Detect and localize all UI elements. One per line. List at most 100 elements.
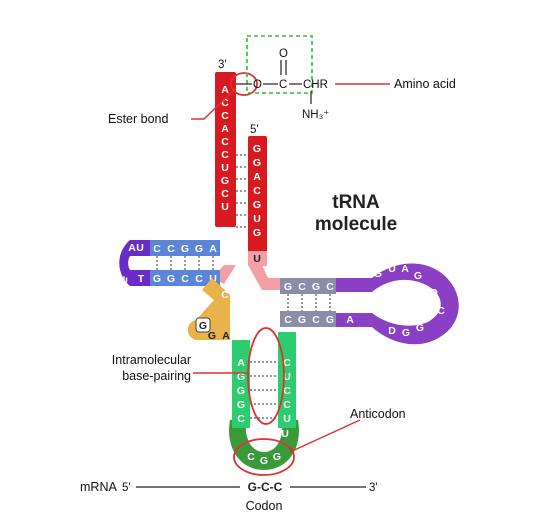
acceptor-base: C — [221, 136, 229, 148]
acceptor-base: A — [221, 84, 229, 96]
t-stem-top — [280, 278, 336, 294]
acceptor-base: C — [221, 188, 229, 200]
d-loop-base: A — [128, 242, 136, 254]
junction-base: U — [253, 253, 261, 265]
codon-label: Codon — [246, 499, 283, 513]
acceptor-base: U — [221, 162, 229, 174]
acceptor-base: U — [221, 201, 229, 213]
d-loop-base: C — [105, 267, 113, 279]
d-base: G — [167, 273, 175, 285]
connector-base: C — [221, 289, 229, 301]
anticodon-pointer — [289, 419, 361, 453]
t-pair-lines — [287, 294, 331, 311]
t-base: C — [326, 281, 334, 293]
anticodon-loop-base: ψ — [246, 428, 254, 440]
title-line1: tRNA — [332, 192, 380, 213]
anticodon-stem-base: C — [283, 385, 291, 397]
acceptor-pair-lines — [236, 154, 248, 228]
ester-bond-pointer — [191, 87, 237, 120]
t-base: C — [284, 314, 292, 326]
d-loop-base: U — [117, 237, 125, 249]
acceptor-base: C — [221, 110, 229, 122]
acceptor-3prime-strand — [215, 72, 236, 227]
t-loop — [336, 263, 459, 345]
t-loop-base: D — [388, 325, 396, 337]
anticodon-stem-base: U — [283, 371, 291, 383]
anticodon-loop-base: U — [281, 428, 289, 440]
acceptor-base: G — [221, 175, 229, 187]
d-loop — [119, 240, 150, 286]
t-loop-base: D — [430, 287, 438, 299]
anticodon-stem-base: C — [283, 357, 291, 369]
acceptor-base: G — [253, 143, 261, 155]
t-base: G — [298, 314, 306, 326]
amine-group: NH₃⁺ — [302, 109, 329, 121]
t-loop-base: U — [388, 263, 396, 275]
t-loop-base: A — [346, 314, 354, 326]
anticodon-stem-base: U — [283, 413, 291, 425]
t-loop-base: G — [374, 268, 382, 280]
connector-base-box-g — [195, 317, 211, 333]
anticodon-stem-base: G — [237, 371, 245, 383]
acceptor-base: A — [253, 171, 261, 183]
base-pairing-label: base-pairing — [122, 369, 191, 383]
anticodon-highlight — [233, 438, 295, 476]
t-stem-bottom — [280, 311, 336, 327]
d-base: G — [153, 273, 161, 285]
d-base: C — [153, 243, 161, 255]
anticodon-stem-base: G — [237, 385, 245, 397]
t-loop-base: G — [402, 327, 410, 339]
d-base: A — [209, 243, 217, 255]
anticodon-pair-lines — [250, 361, 278, 419]
anticodon-loop — [229, 420, 299, 470]
acceptor-base: C — [221, 97, 229, 109]
amino-acid-label: Amino acid — [394, 77, 456, 91]
annotation-lines — [191, 87, 361, 453]
junction-base-box — [248, 251, 267, 266]
chr-group: CHR — [303, 79, 328, 91]
acceptor-5prime-strand — [248, 136, 267, 252]
acceptor-base: C — [221, 149, 229, 161]
d-pair-lines — [156, 256, 214, 270]
t-loop-base: G — [414, 270, 422, 282]
anticodon-arm: A G G G C C U C C U ψ U C G G — [229, 332, 299, 470]
ester-bond-label: Ester bond — [108, 112, 169, 126]
anticodon-stem-base: C — [237, 413, 245, 425]
base-pairing-highlight — [247, 327, 285, 425]
t-base: G — [312, 281, 320, 293]
acceptor-stem: A C C A C C U G C U G G A C G U G U 3' 5… — [215, 59, 267, 266]
anticodon-stem-base: G — [237, 399, 245, 411]
intramolecular-label: Intramolecular — [112, 353, 191, 367]
d-base: C — [181, 273, 189, 285]
d-stem-bottom — [150, 270, 220, 286]
three-prime-top-label: 3' — [218, 59, 227, 71]
t-base: C — [312, 314, 320, 326]
d-base: G — [195, 243, 203, 255]
anticodon-base: C — [247, 451, 255, 463]
connector-base: A — [222, 330, 230, 342]
ester-bond-highlight — [230, 72, 258, 96]
connector-base: G — [208, 330, 216, 342]
d-base: G — [181, 243, 189, 255]
acceptor-base: C — [253, 185, 261, 197]
t-arm: G C G C C G C G G U A G D C G G D A — [280, 263, 459, 345]
t-loop-base: G — [416, 322, 424, 334]
amino-acid-box — [246, 35, 313, 94]
anticodon-label: Anticodon — [350, 407, 406, 421]
acceptor-base: A — [221, 123, 229, 135]
t-base: G — [326, 314, 334, 326]
d-loop-base: U — [136, 242, 144, 254]
anticodon-stem-base: C — [283, 399, 291, 411]
amino-acid-structure: O C O CHR NH₃⁺ Amino acid — [236, 35, 456, 121]
mrna-three-prime: 3' — [369, 482, 378, 494]
codon-sequence: G-C-C — [248, 480, 283, 494]
acceptor-base: G — [253, 227, 261, 239]
t-loop-base: A — [401, 263, 409, 275]
d-base: C — [195, 273, 203, 285]
d-loop-base: ψ — [120, 274, 128, 286]
anticodon-stem-base: A — [237, 357, 245, 369]
t-loop-base: C — [437, 305, 445, 317]
ester-oxygen: O — [253, 79, 262, 91]
